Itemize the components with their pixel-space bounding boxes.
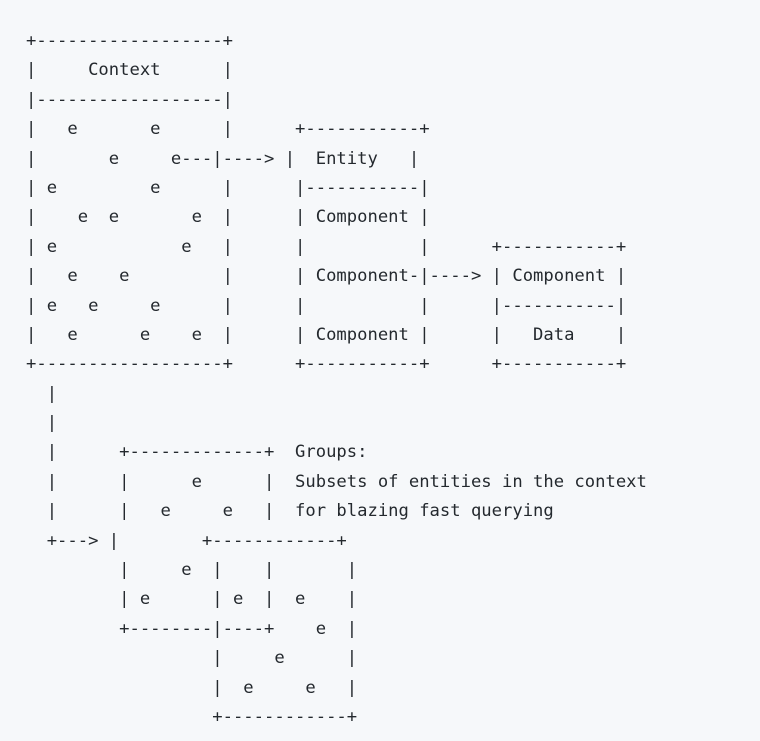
diagram-line-groups-overlap-border: +--------|----+ e |	[26, 618, 358, 639]
diagram-line-group-2-bottom-border: +------------+	[26, 706, 358, 727]
diagram-line-entity-divider: | e e | |-----------|	[26, 177, 430, 198]
diagram-line-groups-description-1: | | e | Subsets of entities in the conte…	[26, 471, 647, 492]
diagram-line-context-top-border: +------------------+	[26, 31, 233, 51]
diagram-line-context-title: | Context |	[26, 60, 233, 81]
diagram-line-groups-label: | +-------------+ Groups:	[26, 442, 368, 463]
diagram-line-groups-description-2: | | e e | for blazing fast querying	[26, 501, 554, 522]
diagram-line-boxes-bottom-border: +------------------+ +-----------+ +----…	[26, 354, 627, 375]
diagram-line-groups-row-1: | e | | |	[26, 560, 358, 581]
diagram-line-groups-row-2: | e | e | e |	[26, 589, 358, 610]
diagram-line-entity-top-border: | e e | +-----------+	[26, 119, 430, 140]
ascii-diagram: +------------------+ | Context | |--------…	[26, 27, 760, 732]
diagram-line-entity-arrow: | e e---|----> | Entity |	[26, 148, 420, 169]
diagram-line-connector-2: |	[26, 413, 58, 434]
diagram-line-connector-1: |	[26, 383, 58, 404]
diagram-line-group-2-row-1: | e |	[26, 648, 358, 669]
diagram-line-context-divider: |------------------|	[26, 89, 233, 110]
diagram-line-component-arrow: | e e | | Component-|----> | Component |	[26, 266, 627, 287]
diagram-line-component-divider: | e e e | | | |-----------|	[26, 295, 627, 316]
diagram-line-component-1: | e e e | | Component |	[26, 207, 430, 228]
diagram-line-group-2-row-2: | e e |	[26, 677, 358, 698]
diagram-line-component-box-top: | e e | | | +-----------+	[26, 236, 627, 257]
diagram-line-data: | e e e | | Component | | Data |	[26, 324, 627, 345]
diagram-line-groups-arrow: +---> | +------------+	[26, 530, 347, 551]
